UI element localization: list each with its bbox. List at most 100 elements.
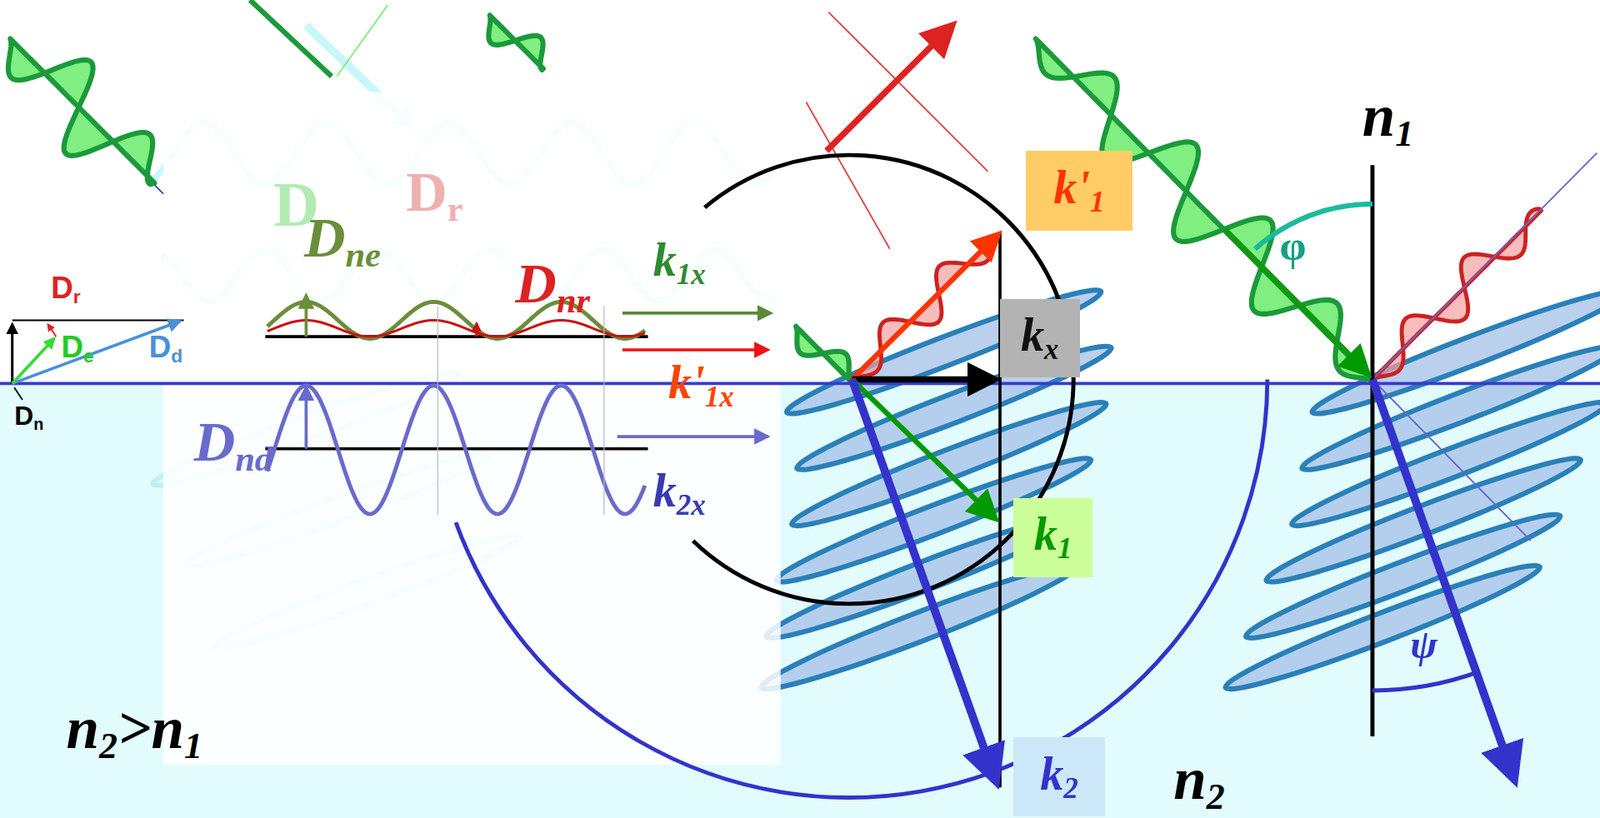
symbol-label: Dnr bbox=[515, 255, 590, 319]
text-part: 2 bbox=[1063, 771, 1078, 805]
k1x-reflected-arrow bbox=[622, 348, 768, 352]
refracted-ray bbox=[1372, 379, 1515, 780]
symbol-label: Dd bbox=[149, 332, 183, 366]
wavefront-line bbox=[828, 12, 988, 172]
incident-packet bbox=[1035, 39, 1373, 381]
text-part: 1 bbox=[184, 725, 203, 767]
amplitude-arrow bbox=[305, 387, 309, 449]
text-part: D bbox=[60, 330, 84, 365]
text-part: 1x bbox=[705, 380, 735, 414]
symbol-label: Dr bbox=[405, 163, 463, 227]
text-part: D bbox=[14, 400, 34, 431]
symbol-label: n2 bbox=[1173, 750, 1225, 816]
normal-vector bbox=[10, 324, 14, 384]
text-part: nr bbox=[556, 280, 590, 320]
text-part: ne bbox=[345, 235, 381, 275]
text-part: 2 bbox=[1206, 776, 1225, 818]
symbol-label: Dn bbox=[14, 403, 44, 433]
interface-line bbox=[0, 382, 1600, 386]
text-part: k bbox=[1034, 508, 1058, 560]
refraction-angle-arc bbox=[1372, 671, 1480, 691]
reflected-direction-arrow bbox=[826, 25, 953, 152]
transmitted-packet bbox=[1220, 554, 1545, 702]
text-part: 1x bbox=[676, 258, 706, 291]
text-part: ψ bbox=[1410, 621, 1438, 668]
symbol-label: k1x bbox=[653, 236, 706, 290]
text-part: D bbox=[405, 160, 448, 224]
incidence-angle-arc bbox=[1255, 204, 1373, 250]
symbol-label: Dnd bbox=[194, 413, 273, 477]
text-part: k bbox=[1020, 309, 1045, 361]
vector-label-box: k'1 bbox=[1025, 150, 1134, 231]
text-part: 1 bbox=[1395, 113, 1414, 155]
text-part: x bbox=[1044, 333, 1059, 366]
text-part: d bbox=[170, 345, 183, 368]
text-part: φ bbox=[1280, 221, 1307, 270]
transmitted-normal-wave bbox=[267, 385, 645, 515]
symbol-label: n2>n1 bbox=[66, 699, 204, 765]
guide-line bbox=[437, 305, 439, 515]
incident-ray bbox=[250, 0, 332, 77]
d-vector bbox=[12, 321, 180, 385]
text-part: D bbox=[194, 410, 236, 474]
normal-line bbox=[1370, 165, 1375, 737]
ray-extension bbox=[1372, 379, 1531, 540]
text-part: n bbox=[33, 414, 44, 433]
symbol-label: k2x bbox=[653, 467, 706, 521]
text-part: k bbox=[653, 465, 677, 517]
vector-label-box: kx bbox=[1000, 299, 1080, 378]
transmitted-wavevector bbox=[851, 379, 996, 781]
text-part: D bbox=[515, 251, 557, 315]
text-part: 1 bbox=[1057, 532, 1072, 565]
ray-line bbox=[1035, 39, 1373, 380]
amplitude-arrow bbox=[475, 323, 478, 337]
vector-label-box: k1 bbox=[1013, 498, 1094, 579]
symbol-label: Dne bbox=[304, 209, 381, 273]
k1x-arrow bbox=[622, 311, 771, 315]
text-part: k' bbox=[668, 356, 705, 409]
vector-label-box: k2 bbox=[1013, 737, 1105, 816]
symbol-label: ψ bbox=[1410, 624, 1438, 665]
vector-label: kx bbox=[1020, 311, 1060, 365]
text-part: 2x bbox=[676, 489, 706, 522]
text-part: D bbox=[50, 270, 74, 305]
wavefront-line bbox=[805, 101, 890, 249]
axis-line bbox=[265, 335, 648, 339]
incident-packet bbox=[8, 39, 155, 185]
overlay-panel bbox=[163, 91, 781, 765]
symbol-label: n1 bbox=[1362, 86, 1415, 153]
reflected-normal-wave bbox=[267, 320, 645, 337]
guide-line bbox=[603, 305, 605, 515]
text-part: n bbox=[66, 695, 100, 761]
text-part: k bbox=[1040, 748, 1064, 800]
symbol-label: Dr bbox=[50, 273, 80, 307]
amplitude-arrow bbox=[305, 295, 309, 337]
vector-label: k1 bbox=[1034, 510, 1073, 565]
e-vector bbox=[12, 339, 55, 385]
text-part: n bbox=[1173, 746, 1207, 812]
incident-packet bbox=[488, 15, 543, 70]
text-part: n bbox=[1362, 83, 1396, 149]
text-part: e bbox=[83, 345, 95, 368]
text-part: r bbox=[447, 189, 464, 229]
wavevector-circle bbox=[455, 379, 1268, 798]
tangential-wavevector bbox=[851, 376, 995, 383]
text-part: D bbox=[304, 205, 346, 270]
text-part: r bbox=[73, 286, 81, 309]
vector-label: k2 bbox=[1040, 750, 1079, 805]
text-part: 1 bbox=[1090, 185, 1105, 219]
text-part: nd bbox=[235, 439, 273, 479]
reflected-wavevector bbox=[851, 235, 998, 380]
symbol-label: φ bbox=[1280, 224, 1307, 267]
symbol-label: k'1x bbox=[668, 359, 735, 413]
incident-ray bbox=[336, 5, 388, 77]
symbol-label: De bbox=[60, 332, 94, 366]
leader-line bbox=[14, 387, 23, 400]
vector-label: k'1 bbox=[1053, 164, 1105, 218]
k2x-arrow bbox=[617, 435, 768, 439]
incident-packet bbox=[795, 326, 850, 380]
text-part: >n bbox=[117, 695, 185, 761]
